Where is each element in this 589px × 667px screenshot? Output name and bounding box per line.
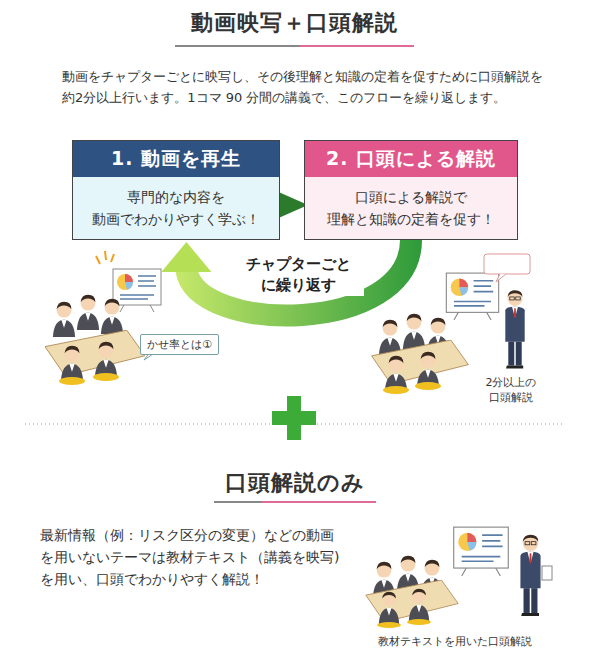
card-heading: 2. 口頭による解説 <box>305 141 517 177</box>
flow-arrow <box>161 240 411 316</box>
duration-label: 2分以上の 口頭解説 <box>474 375 548 405</box>
bubble-text: かせ率とは① <box>147 337 212 352</box>
title-underline <box>175 46 414 47</box>
section-text: 最新情報（例：リスク区分の変更）などの動画を用いないテーマは教材テキスト（講義を… <box>40 524 346 590</box>
card-body: 専門的な内容を 動画でわかりやすく学ぶ！ <box>73 177 279 239</box>
heading-underline <box>214 502 376 503</box>
illustration-caption: 教材テキストを用いた口頭解説 <box>355 634 555 649</box>
section-heading: 口頭解説のみ <box>0 468 589 498</box>
page-title: 動画映写＋口頭解説 <box>0 8 589 38</box>
loop-arrow <box>186 240 411 316</box>
edge-label: チャプターごと に繰り返す <box>234 254 364 296</box>
step-card: 1. 動画を再生専門的な内容を 動画でわかりやすく学ぶ！ <box>72 140 280 240</box>
speech-bubble: かせ率とは① <box>140 334 219 355</box>
intro-text: 動画をチャプターごとに映写し、その後理解と知識の定着を促すために口頭解説を約2分… <box>62 66 544 108</box>
card-body: 口頭による解説で 理解と知識の定着を促す！ <box>305 177 517 239</box>
card-heading: 1. 動画を再生 <box>73 141 279 177</box>
plus-divider <box>25 396 565 440</box>
step-card: 2. 口頭による解説口頭による解説で 理解と知識の定着を促す！ <box>304 140 518 240</box>
class-scene-video <box>45 251 161 385</box>
arrow-head <box>161 242 211 272</box>
class-scene-text <box>366 527 552 628</box>
